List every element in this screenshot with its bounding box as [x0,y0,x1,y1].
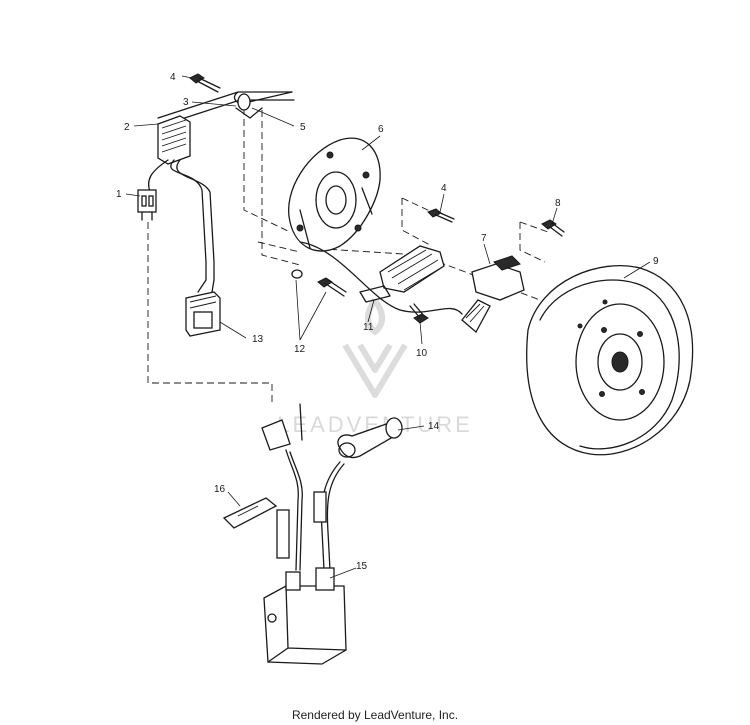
callout-10: 10 [416,348,428,359]
callout-1: 1 [116,189,122,200]
callout-16: 16 [214,484,226,495]
part-12-screw [291,269,347,297]
part-14-plug-cap [337,417,403,459]
part-9-flywheel [526,264,694,456]
callout-14: 14 [428,421,440,432]
callout-3: 3 [183,97,189,108]
part-3-bracket [157,91,295,127]
part-16-strip [222,497,278,529]
watermark: LEADVENTURE [277,298,470,437]
callout-11: 11 [363,322,374,333]
part-6-stator-plate [288,137,381,252]
watermark-logo [342,298,408,398]
part-11-coil [359,245,445,303]
callout-5: 5 [300,122,306,133]
callout-2: 2 [124,122,130,133]
footer-credit: Rendered by LeadVenture, Inc. [291,708,459,722]
part-1-connector [137,189,157,221]
part-10-screw [409,303,429,324]
callout-12: 12 [294,344,306,355]
callout-4-mid: 4 [441,183,447,194]
part-15-ignition-coil [261,403,347,665]
part-8-screw [541,219,565,237]
callout-7: 7 [481,233,487,244]
callout-15: 15 [356,561,368,572]
part-4-screw-mid [427,208,455,223]
part-4-bolt-top [189,73,221,93]
part-13-connector [185,291,221,337]
callout-numbers: 1 2 3 4 5 6 4 7 8 9 10 11 12 13 14 15 16 [116,72,659,572]
callout-9: 9 [653,256,659,267]
callout-13: 13 [252,334,264,345]
leader-lines [125,75,651,579]
part-7-pulser [299,241,525,334]
callout-6: 6 [378,124,384,135]
part-2-regulator [157,115,191,165]
callout-8: 8 [555,198,561,209]
wiring-harness [147,159,215,293]
callout-4-top: 4 [170,72,176,83]
